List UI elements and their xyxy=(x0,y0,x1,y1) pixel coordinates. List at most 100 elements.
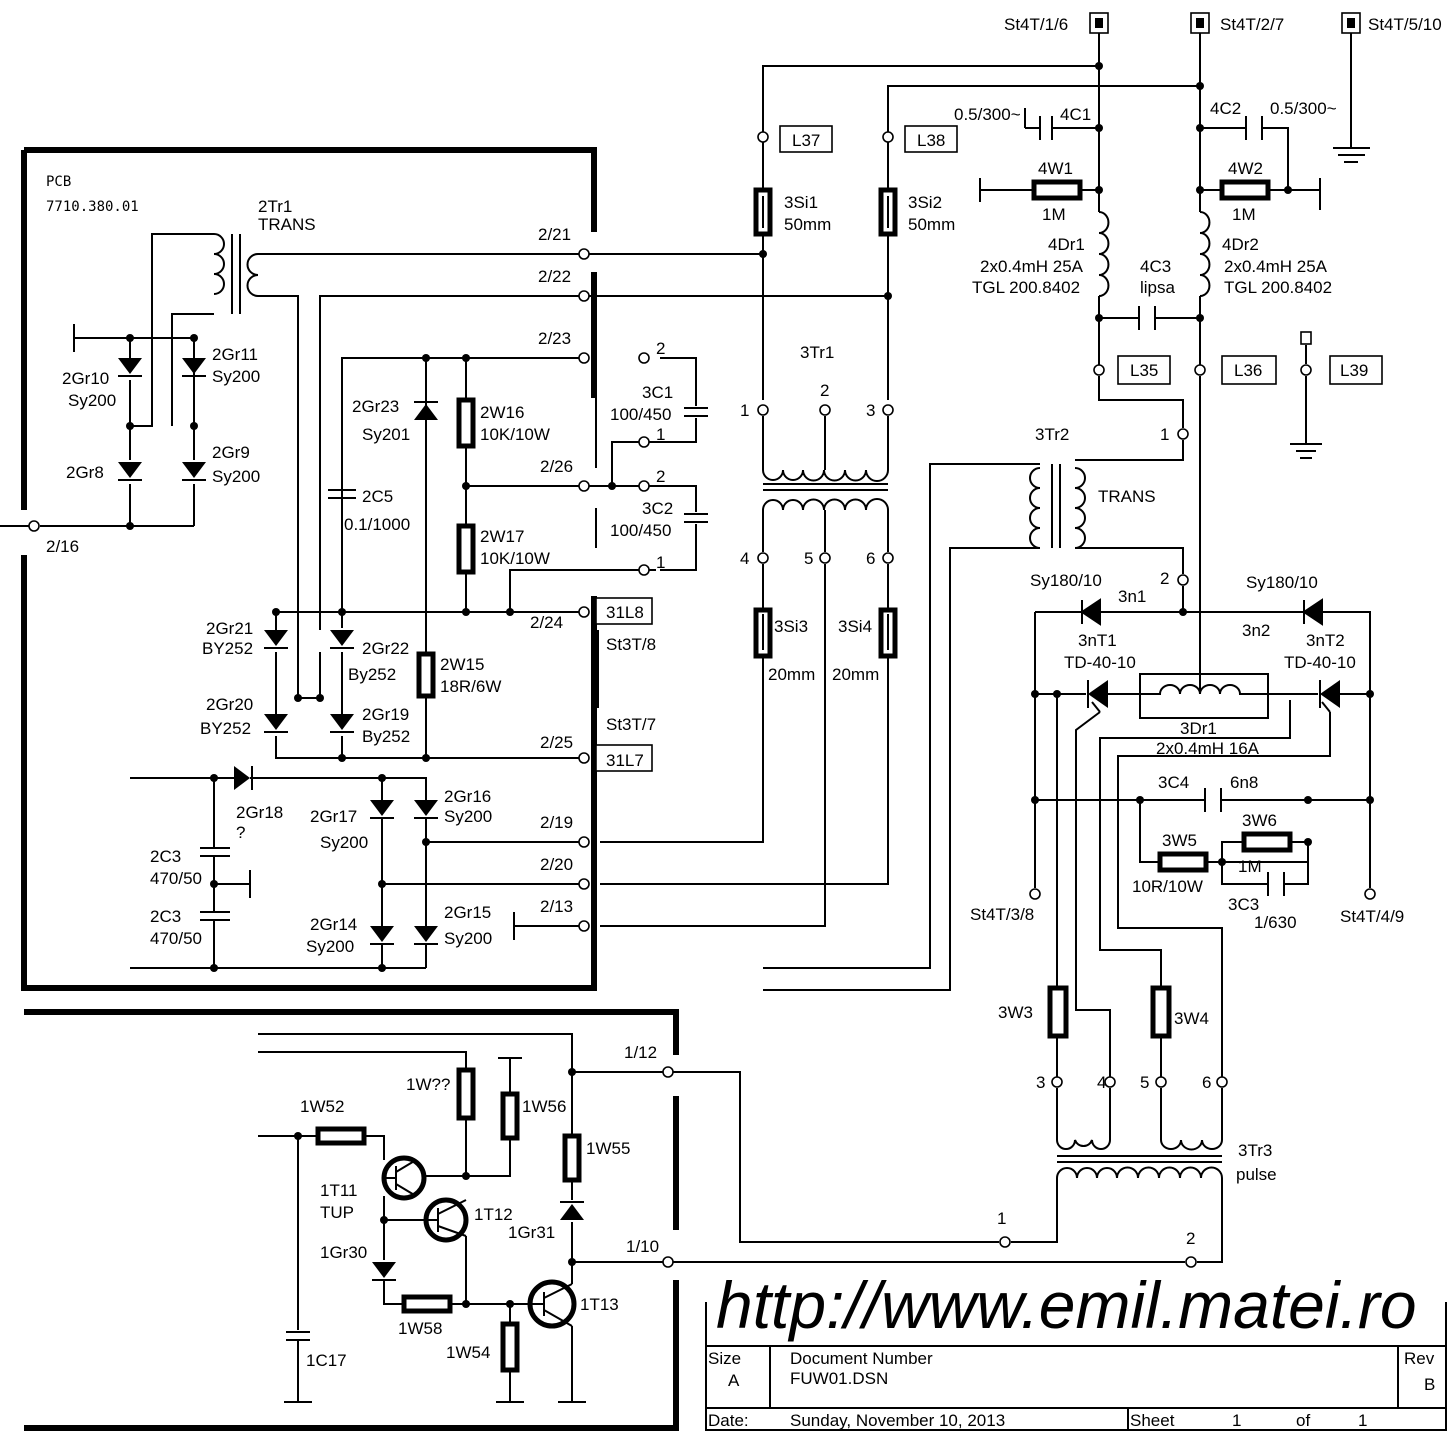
resistor-1w54 xyxy=(500,1321,520,1373)
label-1gr31: 1Gr31 xyxy=(508,1223,555,1242)
label-3dr1-value: 2x0.4mH 16A xyxy=(1156,739,1260,758)
label-st4t-1-6: St4T/1/6 xyxy=(1004,15,1068,34)
pin-2-22[interactable] xyxy=(578,290,590,302)
pin-3c2-2[interactable] xyxy=(638,480,650,492)
tb-date: Sunday, November 10, 2013 xyxy=(790,1411,1005,1430)
testpoint-l36[interactable] xyxy=(1194,364,1206,376)
testpoint-l35[interactable] xyxy=(1093,364,1105,376)
connector-st4t-5-10[interactable] xyxy=(1341,12,1361,34)
label-4c2: 4C2 xyxy=(1210,99,1241,118)
pin-2-24[interactable] xyxy=(578,606,590,618)
pcb-frame-upper xyxy=(21,147,597,991)
label-3si1-value: 50mm xyxy=(784,215,831,234)
label-2gr14: 2Gr14 xyxy=(310,915,357,934)
pin-st4t-3-8[interactable] xyxy=(1029,888,1041,900)
transformer-3tr2 xyxy=(763,440,1184,991)
label-3c4-value: 6n8 xyxy=(1230,773,1258,792)
pin-3tr1-6[interactable] xyxy=(882,552,894,564)
label-pin-2-22: 2/22 xyxy=(538,267,571,286)
pin-2-20[interactable] xyxy=(578,878,590,890)
pin-2-23[interactable] xyxy=(578,352,590,364)
label-3nt2-value: TD-40-10 xyxy=(1284,653,1356,672)
title-url[interactable]: http://www.emil.matei.ro xyxy=(716,1268,1417,1342)
label-pin-2-25: 2/25 xyxy=(540,733,573,752)
testpoint-l39-pad[interactable] xyxy=(1300,331,1312,345)
cap-3c1-3c2 xyxy=(584,357,708,571)
label-2gr20: 2Gr20 xyxy=(206,695,253,714)
pin-3tr3-6[interactable] xyxy=(1216,1076,1228,1088)
pin-3tr3-3[interactable] xyxy=(1051,1076,1063,1088)
label-2c5-value: 0.1/1000 xyxy=(344,515,410,534)
label-3w4: 3W4 xyxy=(1174,1009,1209,1028)
testpoint-l38[interactable] xyxy=(882,131,894,143)
resistor-2w16 xyxy=(456,397,476,449)
testpoint-l39[interactable] xyxy=(1300,364,1312,376)
label-2w16: 2W16 xyxy=(480,403,524,422)
label-4dr2: 4Dr2 xyxy=(1222,235,1259,254)
label-1w56: 1W56 xyxy=(522,1097,566,1116)
box-l38 xyxy=(904,125,958,153)
label-3w6: 3W6 xyxy=(1242,811,1277,830)
pin-1-12[interactable] xyxy=(662,1066,674,1078)
label-1w52: 1W52 xyxy=(300,1097,344,1116)
tb-size-label: Size xyxy=(708,1349,741,1368)
diode-sy180-1-fill xyxy=(1082,600,1100,624)
transistor-1t13 xyxy=(527,1279,577,1329)
thyristor-3nt1 xyxy=(1087,680,1108,713)
pin-3tr1-5[interactable] xyxy=(819,552,831,564)
label-3si4-value: 20mm xyxy=(832,665,879,684)
tb-of: 1 xyxy=(1358,1411,1367,1430)
pin-3tr2-2[interactable] xyxy=(1177,574,1189,586)
transformer-2tr1 xyxy=(151,233,580,698)
label-3nt1-value: TD-40-10 xyxy=(1064,653,1136,672)
caps-2c3 xyxy=(200,847,230,921)
pin-3tr1-4[interactable] xyxy=(757,552,769,564)
label-2tr1-trans: TRANS xyxy=(258,215,316,234)
label-st4t-4-9: St4T/4/9 xyxy=(1340,907,1404,926)
pin-2-25[interactable] xyxy=(578,752,590,764)
pin-2-13[interactable] xyxy=(578,920,590,932)
pin-3c2-1[interactable] xyxy=(638,564,650,576)
pin-3tr3-1[interactable] xyxy=(999,1236,1011,1248)
label-4c1-value: 0.5/300~ xyxy=(954,105,1021,124)
pin-3tr3-4[interactable] xyxy=(1104,1076,1116,1088)
pin-label-4: 4 xyxy=(740,549,749,568)
connector-st4t-1-6[interactable] xyxy=(1089,12,1109,34)
pin-2-26[interactable] xyxy=(578,480,590,492)
pin-3tr1-1[interactable] xyxy=(757,404,769,416)
transistor-1t11 xyxy=(381,1155,427,1201)
label-1w-qq: 1W?? xyxy=(406,1075,450,1094)
label-4c3-value: lipsa xyxy=(1140,278,1176,297)
label-4w2-value: 1M xyxy=(1232,205,1256,224)
label-2w16-value: 10K/10W xyxy=(480,425,550,444)
pin-3tr1-3[interactable] xyxy=(882,404,894,416)
tb-docnum-label: Document Number xyxy=(790,1349,933,1368)
pin-3tr2-1[interactable] xyxy=(1177,428,1189,440)
pcb-label: PCB xyxy=(46,174,71,190)
pin-2-21[interactable] xyxy=(578,248,590,260)
resistor-2w17 xyxy=(456,523,476,575)
trigger-wires xyxy=(258,1033,1185,1403)
label-st3t-7: St3T/7 xyxy=(606,715,656,734)
pin-3tr3-5[interactable] xyxy=(1155,1076,1167,1088)
pin-2-16[interactable] xyxy=(28,520,40,532)
pin-label-1: 1 xyxy=(740,401,749,420)
pin-2-19[interactable] xyxy=(578,836,590,848)
pin-3c1-2[interactable] xyxy=(638,352,650,364)
pin-3c1-1[interactable] xyxy=(638,436,650,448)
connector-st4t-2-7[interactable] xyxy=(1190,12,1210,34)
pin-st4t-4-9[interactable] xyxy=(1364,888,1376,900)
cap-4c3 xyxy=(1138,306,1156,330)
pin-3tr1-2[interactable] xyxy=(819,404,831,416)
resistor-3w4 xyxy=(1150,985,1172,1039)
label-2w15: 2W15 xyxy=(440,655,484,674)
label-3c4: 3C4 xyxy=(1158,773,1189,792)
label-3tr3-pulse: pulse xyxy=(1236,1165,1277,1184)
pin-3tr3-2[interactable] xyxy=(1185,1256,1197,1268)
transistor-1t12 xyxy=(423,1197,469,1243)
testpoint-l37[interactable] xyxy=(757,131,769,143)
pin-label-3tr3-4: 4 xyxy=(1097,1073,1106,1092)
label-2gr16: 2Gr16 xyxy=(444,787,491,806)
pin-1-10[interactable] xyxy=(662,1256,674,1268)
label-2gr14-value: Sy200 xyxy=(306,937,354,956)
